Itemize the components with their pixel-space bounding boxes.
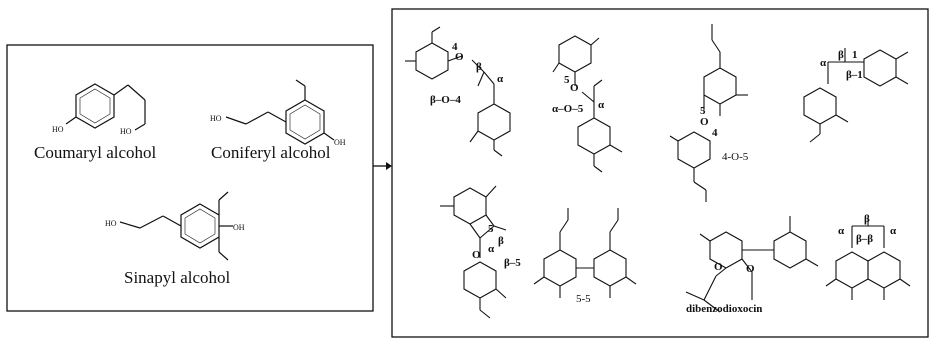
b-b-alpha-right: α [890,225,897,237]
linkage-panel-frame [391,8,929,338]
b-1-label: β–1 [846,69,863,81]
arrow [373,162,392,170]
b-5-beta: β [498,235,504,247]
coniferyl-chain-ho-label: HO [210,114,222,123]
b-b-label: β–β [856,233,873,245]
b-o-4-label: β–O–4 [430,94,461,106]
b-b-beta-top: β [864,213,870,225]
a-o-5-oxygen: O [570,82,579,94]
5-5-label: 5-5 [576,293,591,305]
b-o-4-oxygen: O [455,51,464,63]
b-5-structure [440,185,507,319]
sinapyl-chain-ho-label: HO [105,219,117,228]
sinapyl-label: Sinapyl alcohol [124,268,231,287]
dbdo-oxygen-1: O [714,261,723,273]
a-o-5-structure [552,35,623,173]
b-o-4-beta: β [476,61,482,73]
b-o-4-alpha: α [497,73,504,85]
coumaryl-structure [65,83,146,131]
dbdo-oxygen-2: O [746,263,755,275]
4-o-5-structure [669,24,748,202]
b-o-4-structure [405,26,511,157]
coumaryl-ho-label: HO [52,125,64,134]
b-1-alpha: α [820,57,827,69]
b-5-pos5: 5 [488,223,494,235]
b-1-beta: β [838,49,844,61]
coumaryl-chain-ho-label: HO [120,127,132,136]
b-b-alpha-left: α [838,225,845,237]
b-5-label: β–5 [504,257,521,269]
coumaryl-label: Coumaryl alcohol [34,143,157,162]
sinapyl-oh-label: OH [233,223,245,232]
4-o-5-pos5: 5 [700,105,706,117]
4-o-5-label: 4-O-5 [722,151,749,163]
dibenzodioxocin-label: dibenzodioxocin [686,303,762,315]
coniferyl-oh-label: OH [334,138,346,147]
coniferyl-label: Coniferyl alcohol [211,143,331,162]
monomer-panel-frame [6,44,374,312]
b-1-structure [803,48,909,143]
5-5-structure [533,208,637,298]
coniferyl-structure [225,79,335,145]
sinapyl-structure [119,191,233,261]
a-o-5-pos5: 5 [564,74,570,86]
b-5-alpha: α [488,243,495,255]
b-o-4-pos4: 4 [452,41,458,53]
a-o-5-label: α–O–5 [552,103,584,115]
b-1-pos1: 1 [852,49,858,61]
b-5-oxygen: O [472,249,481,261]
4-o-5-oxygen: O [700,116,709,128]
a-o-5-alpha: α [598,99,605,111]
dibenzodioxocin-structure [685,216,819,313]
b-b-structure [825,218,911,300]
4-o-5-pos4: 4 [712,127,718,139]
